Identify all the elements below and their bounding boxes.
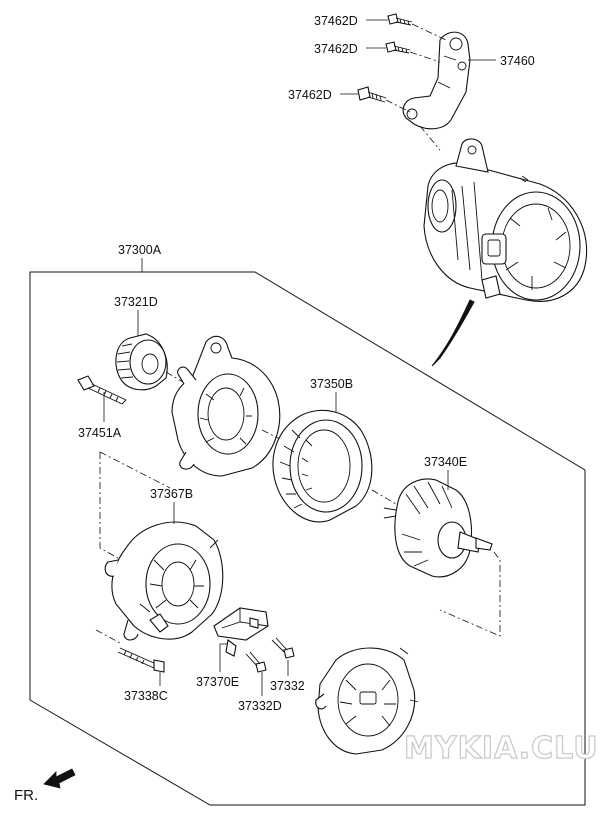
bolt-dashline-1 xyxy=(411,23,447,41)
leader-37370e xyxy=(219,643,228,672)
assembly-pointer-arrow xyxy=(431,299,475,367)
label-37321d: 37321D xyxy=(114,295,158,309)
label-37370e: 37370E xyxy=(196,675,239,689)
label-37451a: 37451A xyxy=(78,426,122,440)
pulley-37321d[interactable] xyxy=(115,333,168,391)
top-left-dashline xyxy=(99,451,171,489)
alternator-assembly[interactable] xyxy=(423,138,588,302)
rear-housing-37367b[interactable] xyxy=(104,521,224,641)
label-37338c: 37338C xyxy=(124,689,168,703)
front-housing[interactable] xyxy=(171,335,281,477)
label-37340e: 37340E xyxy=(424,455,467,469)
bolt-37338c[interactable] xyxy=(117,647,165,673)
watermark-text: MYKIA.CLUB xyxy=(404,731,600,766)
bolt-37462d-2[interactable] xyxy=(385,41,411,54)
assembly-boundary xyxy=(29,271,586,806)
bolt-37451a[interactable] xyxy=(77,375,127,405)
screw-37332d[interactable] xyxy=(245,651,267,673)
label-37332: 37332 xyxy=(270,679,305,693)
bolt-dashline-2 xyxy=(409,51,441,63)
label-37300a: 37300A xyxy=(118,243,162,257)
label-37462d-1: 37462D xyxy=(314,14,358,28)
bracket-dashline xyxy=(419,125,441,151)
bolt-37462d-3[interactable] xyxy=(357,86,387,103)
label-37367b: 37367B xyxy=(150,487,193,501)
rotor-37340e[interactable] xyxy=(383,478,493,578)
label-37350b: 37350B xyxy=(310,377,353,391)
stator-dashline xyxy=(371,489,397,505)
bolt-dashline-3 xyxy=(385,99,411,113)
stator-37350b[interactable] xyxy=(272,409,373,523)
label-37462d-2: 37462D xyxy=(314,42,358,56)
front-direction-label: FR. xyxy=(14,787,38,804)
bottom-left-dashline xyxy=(95,629,123,645)
screw-37332[interactable] xyxy=(271,637,295,659)
label-37460: 37460 xyxy=(500,54,535,68)
label-37332d: 37332D xyxy=(238,699,282,713)
bolt-37462d-1[interactable] xyxy=(387,13,413,26)
front-direction-arrow-icon xyxy=(43,768,76,789)
rotor-shaft-dashline xyxy=(439,551,501,637)
rear-cover[interactable] xyxy=(315,647,419,755)
label-37462d-3: 37462D xyxy=(288,88,332,102)
left-dashline xyxy=(99,452,119,559)
regulator-37370e[interactable] xyxy=(213,607,269,657)
bracket-37460[interactable] xyxy=(402,31,471,130)
